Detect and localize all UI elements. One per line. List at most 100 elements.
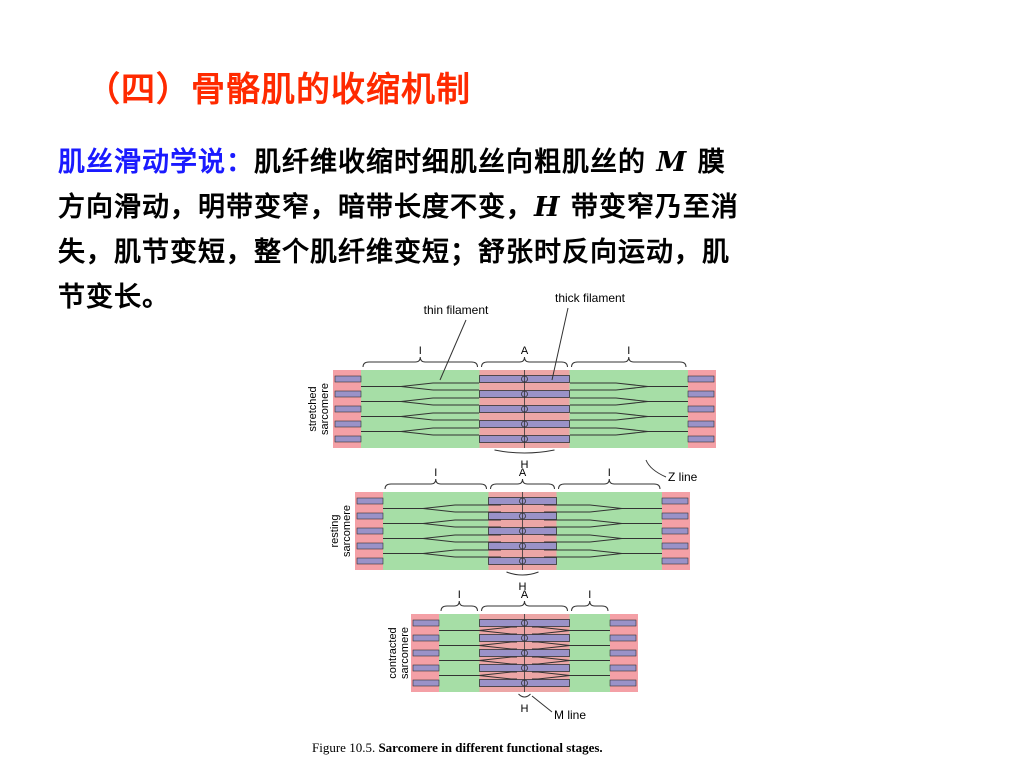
h-zone-brace — [494, 449, 555, 454]
z-stub-left — [412, 664, 440, 672]
z-stub-right — [687, 405, 715, 413]
diagram-callouts: thin filament thick filament Z line M line — [424, 291, 698, 722]
z-stub-right — [661, 512, 689, 520]
thin-filament-right — [544, 534, 662, 539]
z-line-label: Z line — [668, 470, 698, 484]
thin-filament-right — [532, 626, 610, 631]
z-stub-left — [412, 634, 440, 642]
thin-filament-left-branch — [478, 645, 512, 650]
a-band-label: A — [521, 589, 529, 601]
i-band-brace-left — [362, 356, 478, 368]
thin-filament-right-branch — [615, 431, 649, 436]
thin-filament-left-branch — [422, 508, 456, 513]
thin-filament-right-branch — [537, 645, 571, 650]
stage-label: stretchedsarcomere — [307, 383, 331, 435]
thin-filament-pointer — [439, 319, 467, 381]
theory-line-3: 失，肌节变短，整个肌纤维变短；舒张时反向运动，肌 — [58, 237, 730, 268]
i-band-brace-right — [558, 478, 661, 490]
z-stub-right — [661, 527, 689, 535]
thin-filament-left — [439, 656, 517, 661]
m-line-pointer — [531, 695, 553, 713]
thin-filament-right-branch — [615, 401, 649, 406]
thin-filament-left-branch — [400, 401, 434, 406]
thin-filament-left — [439, 641, 517, 646]
stage-label-line: stretched — [307, 386, 319, 431]
thin-filament-left-branch — [400, 431, 434, 436]
stage-label-line: sarcomere — [319, 383, 331, 435]
i-band-label: I — [458, 589, 461, 601]
z-stub-left — [334, 390, 362, 398]
i-band-brace-left — [440, 600, 478, 612]
theory-term: 肌丝滑动学说： — [58, 147, 254, 178]
thin-filament-left — [383, 549, 501, 554]
h-zone-label: H — [519, 581, 527, 593]
theory-line-2: 方向滑动，明带变窄，暗带长度不变，H 带变窄乃至消 — [58, 192, 739, 223]
a-band-label: A — [519, 467, 527, 479]
thin-filament-left — [361, 412, 479, 417]
thin-filament-right-branch — [615, 386, 649, 391]
z-stub-right — [609, 664, 637, 672]
i-band-label: I — [608, 467, 611, 479]
thin-filament-left — [383, 534, 501, 539]
thick-filament-label: thick filament — [555, 291, 626, 305]
thin-filament-left — [383, 504, 501, 509]
thin-filament-right — [570, 427, 688, 432]
i-band-label: I — [419, 345, 422, 357]
h-band-letter: H — [534, 192, 561, 223]
thin-filament-right-branch — [615, 416, 649, 421]
z-stub-right — [687, 390, 715, 398]
thin-filament-left-branch — [422, 523, 456, 528]
i-band-label: I — [588, 589, 591, 601]
stage-label: restingsarcomere — [329, 505, 353, 557]
a-band-label: A — [521, 345, 529, 357]
thin-filament-left-branch — [478, 660, 512, 665]
i-band-brace-left — [384, 478, 487, 490]
thin-filament-left — [383, 519, 501, 524]
thin-filament-left-branch — [422, 553, 456, 558]
a-band-brace — [481, 600, 568, 612]
thin-filament-right-branch — [537, 630, 571, 635]
z-stub-left — [356, 527, 384, 535]
a-band-brace — [490, 478, 555, 490]
z-stub-left — [334, 420, 362, 428]
stage-label-line: contracted — [387, 627, 399, 678]
thin-filament-label: thin filament — [424, 303, 489, 317]
z-stub-left — [412, 649, 440, 657]
z-stub-right — [687, 375, 715, 383]
thin-filament-right-branch — [589, 553, 623, 558]
m-line-label: M line — [554, 708, 586, 722]
thin-filament-left — [439, 626, 517, 631]
thin-filament-right — [544, 519, 662, 524]
a-band-brace — [481, 356, 568, 368]
thin-filament-left-branch — [478, 675, 512, 680]
z-stub-left — [356, 497, 384, 505]
z-stub-right — [661, 557, 689, 565]
z-stub-left — [356, 542, 384, 550]
i-band-brace-right — [571, 356, 687, 368]
stage-label: contractedsarcomere — [387, 627, 411, 679]
figure-caption: Figure 10.5. Sarcomere in different func… — [312, 740, 603, 755]
m-membrane-letter: M — [656, 147, 688, 178]
thin-filament-right — [544, 504, 662, 509]
thin-filament-left-branch — [400, 416, 434, 421]
z-stub-right — [609, 634, 637, 642]
i-band-label: I — [434, 467, 437, 479]
theory-line-4: 节变长。 — [58, 282, 170, 313]
slide-title: （四）骨骼肌的收缩机制 — [86, 70, 471, 110]
z-stub-right — [661, 542, 689, 550]
h-zone-brace — [506, 571, 539, 576]
thin-filament-right — [532, 641, 610, 646]
thin-filament-right — [532, 656, 610, 661]
thin-filament-right — [570, 382, 688, 387]
z-stub-right — [609, 679, 637, 687]
thin-filament-right-branch — [589, 523, 623, 528]
thin-filament-left — [439, 671, 517, 676]
z-stub-left — [334, 405, 362, 413]
thin-filament-left — [361, 427, 479, 432]
z-stub-left — [334, 435, 362, 443]
z-stub-left — [356, 557, 384, 565]
z-stub-left — [356, 512, 384, 520]
